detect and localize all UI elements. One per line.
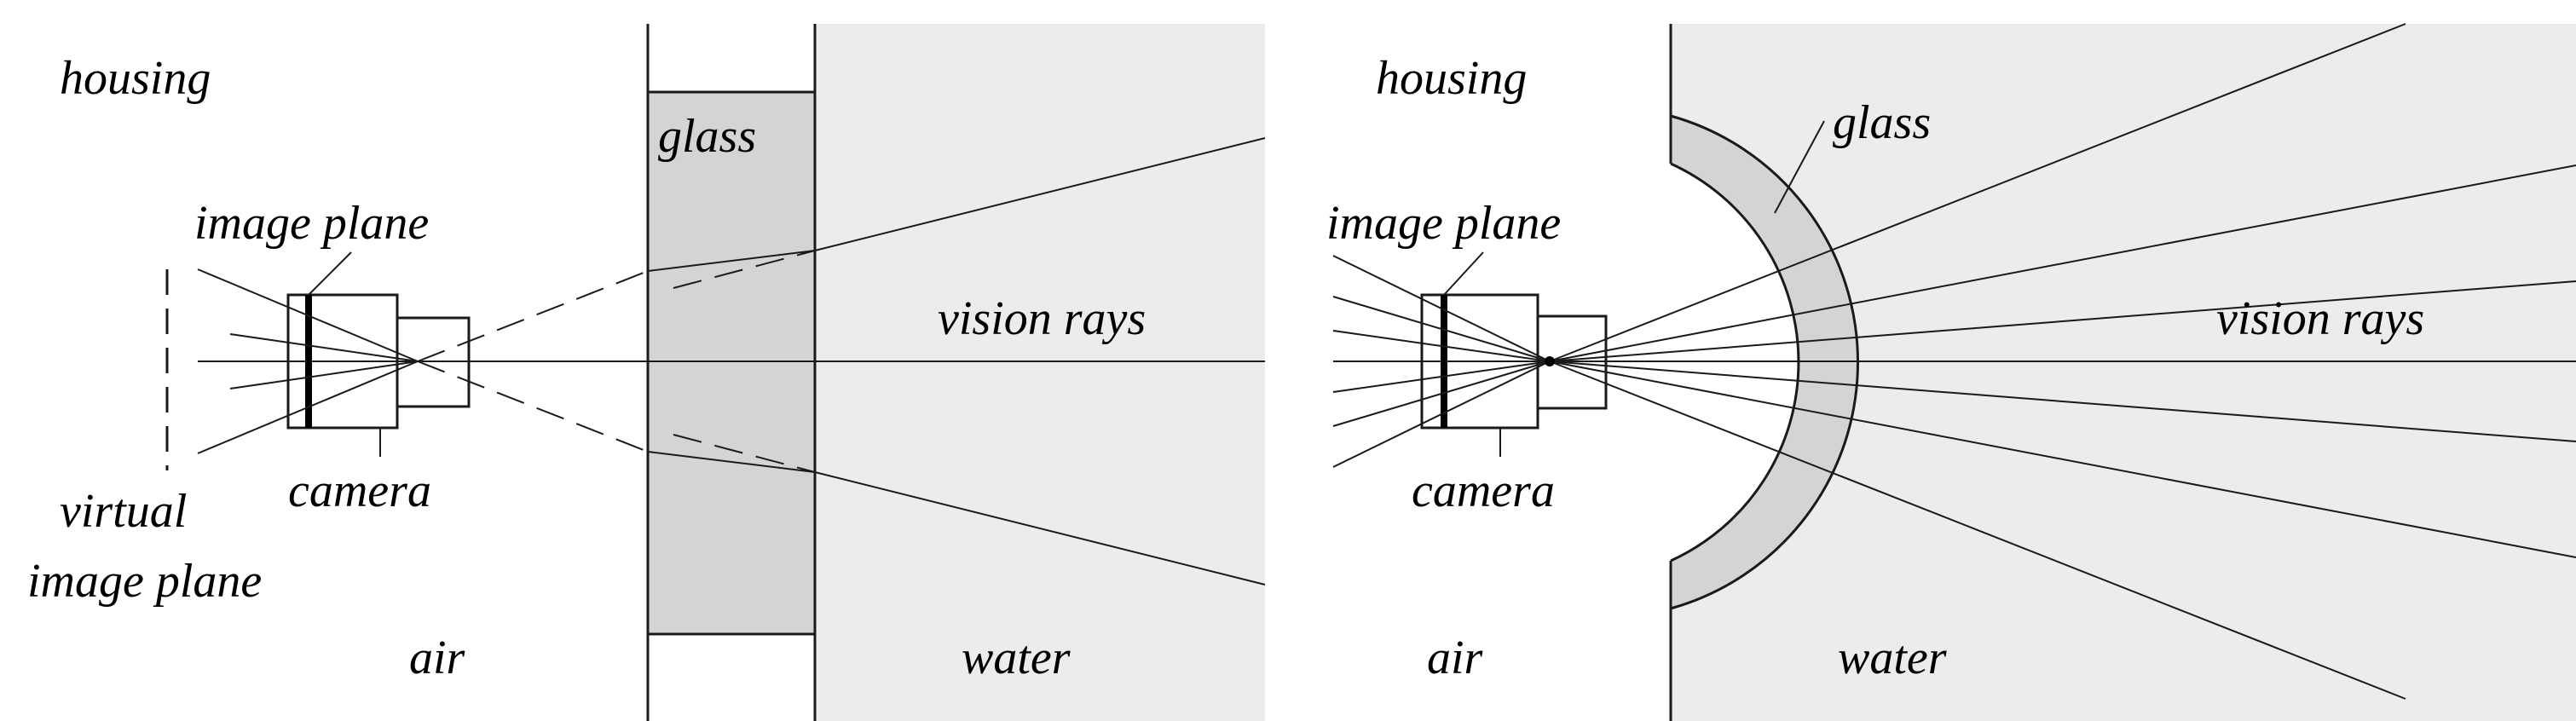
dome-port-panel: housing glass image plane vision rays ca… bbox=[1326, 23, 2576, 721]
water-region bbox=[815, 24, 1265, 721]
water-label: water bbox=[1838, 632, 1947, 684]
flat-port-panel: housing glass image plane vision rays vi… bbox=[27, 24, 1266, 721]
vision-rays bbox=[1332, 23, 2576, 700]
camera-label: camera bbox=[1412, 464, 1555, 517]
glass-dome bbox=[1671, 116, 1858, 609]
virtual-label: virtual bbox=[60, 485, 187, 538]
glass-label: glass bbox=[658, 110, 756, 163]
water-label: water bbox=[962, 632, 1071, 684]
vision-rays bbox=[197, 137, 1266, 585]
glass-leader bbox=[1774, 120, 1825, 214]
vision-rays-label: vision rays bbox=[2216, 292, 2424, 345]
housing-label: housing bbox=[1376, 52, 1527, 105]
virtual-image-plane-label: image plane bbox=[27, 555, 262, 608]
glass-slab bbox=[646, 90, 817, 636]
water-region bbox=[1671, 24, 2576, 721]
air-label: air bbox=[1427, 632, 1483, 684]
image-plane-label: image plane bbox=[1326, 197, 1561, 250]
camera-lens bbox=[396, 316, 471, 408]
glass-label: glass bbox=[1833, 96, 1931, 149]
image-plane-label: image plane bbox=[194, 197, 429, 250]
image-plane-leader bbox=[308, 251, 352, 296]
projection-center bbox=[1545, 356, 1555, 366]
air-label: air bbox=[409, 632, 465, 684]
housing-label: housing bbox=[60, 52, 211, 105]
vision-rays-label: vision rays bbox=[938, 292, 1146, 345]
camera-label: camera bbox=[288, 464, 431, 517]
image-plane-leader bbox=[1443, 251, 1484, 296]
